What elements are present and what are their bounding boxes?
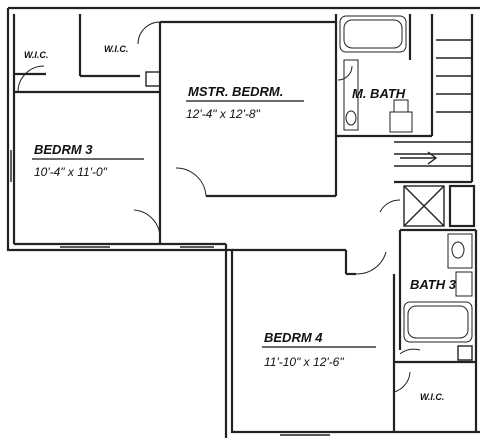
master-toilet: [389, 111, 413, 133]
wic-center-label: W.I.C.: [104, 44, 128, 54]
bath3-name: BATH 3: [410, 277, 457, 292]
doors: [17, 21, 421, 393]
windows: [10, 150, 330, 436]
staircase: [394, 14, 474, 184]
master-bedroom-name: MSTR. BEDRM.: [188, 84, 283, 99]
bedroom4-name: BEDRM 4: [264, 330, 323, 345]
master-bedroom-size: 12'-4" x 12'-8": [186, 107, 261, 121]
exterior-walls: [6, 6, 480, 438]
bedroom3-size: 10'-4" x 11'-0": [34, 165, 108, 179]
master-bath-name: M. BATH: [352, 86, 406, 101]
room-labels: W.I.C. W.I.C. MSTR. BEDRM. 12'-4" x 12'-…: [24, 44, 457, 402]
wic-left-label: W.I.C.: [24, 50, 48, 60]
bedroom3-name: BEDRM 3: [34, 142, 93, 157]
master-bath-walls: [336, 14, 434, 138]
wic-bottom-label: W.I.C.: [420, 392, 444, 402]
bedroom3-walls: [14, 14, 162, 244]
bath3-toilet: [455, 271, 473, 297]
hall-closets: [403, 184, 476, 228]
bedroom4-size: 11'-10" x 12'-6": [264, 355, 344, 369]
bath3-walls: [398, 228, 478, 432]
master-bedroom-walls: [158, 14, 338, 198]
bedroom4-walls: [232, 248, 476, 432]
